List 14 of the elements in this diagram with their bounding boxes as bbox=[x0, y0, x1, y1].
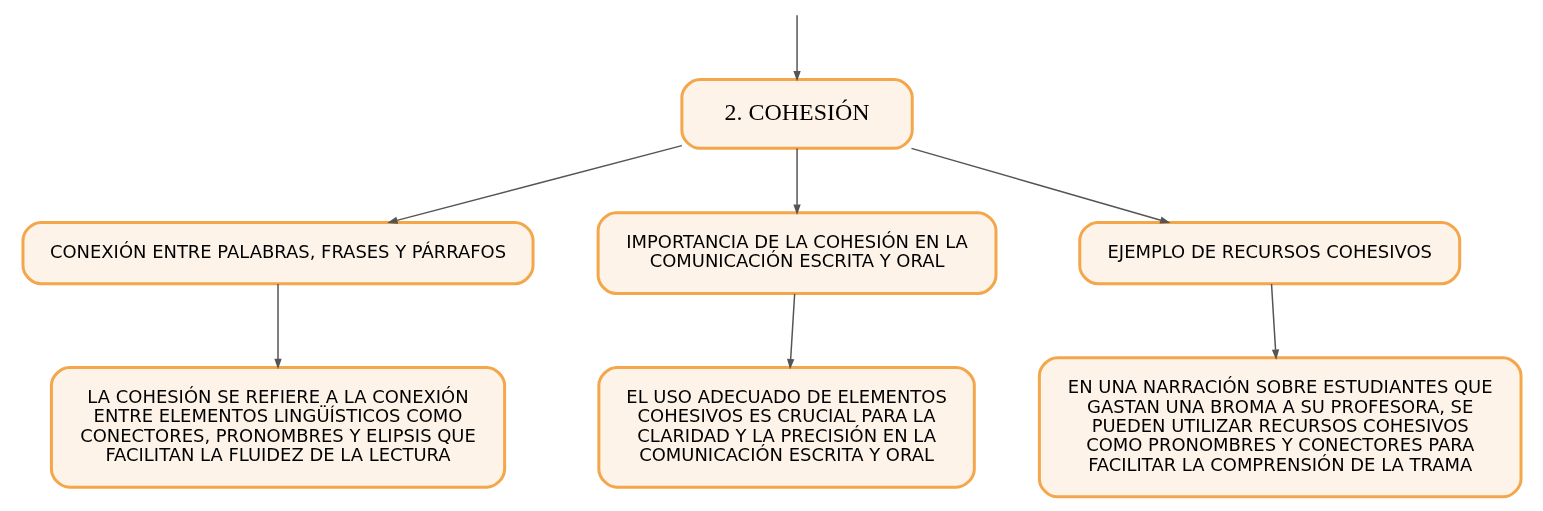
node-box: 2. COHESIÓN bbox=[679, 78, 914, 150]
arrow bbox=[786, 293, 795, 370]
node-box: CONEXIÓN ENTRE PALABRAS, FRASES Y PÁRRAFOS bbox=[21, 220, 535, 286]
arrow bbox=[273, 283, 282, 370]
arrow bbox=[792, 14, 801, 82]
node-box: EJEMPLO DE RECURSOS COHESIVOS bbox=[1077, 220, 1461, 286]
arrow bbox=[1270, 283, 1279, 360]
arrow bbox=[386, 144, 683, 224]
arrow bbox=[792, 147, 801, 215]
node-box: EL USO ADECUADO DE ELEMENTOS COHESIVOS ES CRUCIAL PARA LA CLARIDAD Y LA PRECISIÓN EN LA COMUNICACIÓN ESCRITA Y ORAL bbox=[596, 365, 976, 489]
node-box: EN UNA NARRACIÓN SOBRE ESTUDIANTES QUE GASTAN UNA BROMA A SU PROFESORA, SE PUEDEN UTILIZAR RECURSOS COHESIVOS COMO PRONOMBRES Y CONECTORES PARA FACILITAR LA COMPRENSIÓN DE LA TRAMA bbox=[1037, 356, 1522, 499]
arrow bbox=[910, 147, 1171, 224]
node-box: IMPORTANCIA DE LA COHESIÓN EN LA COMUNICACIÓN ESCRITA Y ORAL bbox=[596, 211, 997, 295]
node-box: LA COHESIÓN SE REFIERE A LA CONEXIÓN ENTRE ELEMENTOS LINGÜÍSTICOS COMO CONECTORES, PRONOMBRES Y ELIPSIS QUE FACILITAN LA FLUIDEZ DE LA LECTURA bbox=[49, 365, 506, 489]
